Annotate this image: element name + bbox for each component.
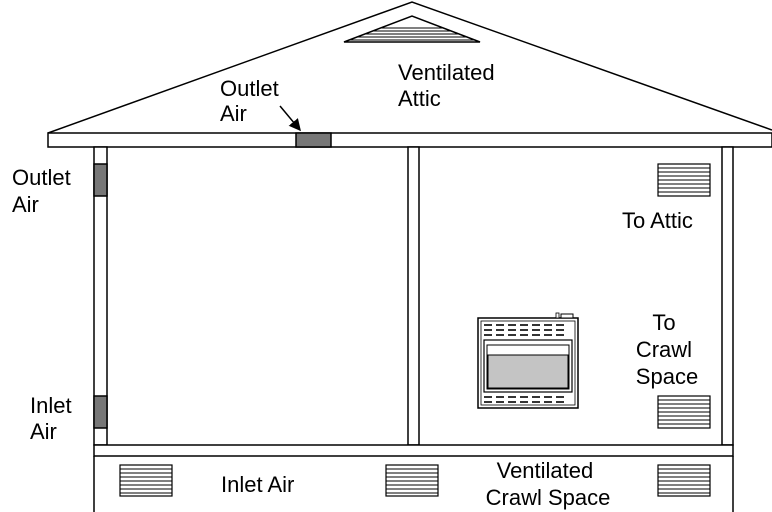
crawl-vent-left-icon — [119, 464, 173, 497]
interior-wall — [407, 146, 420, 446]
inlet-air-wall-label: Inlet Air — [30, 393, 78, 444]
outlet-air-wall-label: Outlet Air — [12, 165, 77, 217]
outlet-air-roof-label: Outlet Air — [220, 76, 285, 126]
inlet-air-crawl-label: Inlet Air — [221, 472, 294, 497]
floor-crawlspace — [93, 444, 734, 512]
arrow-icon — [279, 105, 301, 132]
to-crawl-space-vent-icon — [657, 395, 711, 429]
roof — [47, 1, 772, 148]
wall-inlet-vent-icon — [93, 395, 108, 429]
attic-gable-vent-icon — [343, 15, 481, 43]
floor — [93, 444, 734, 457]
walls — [93, 146, 734, 446]
wall-heater-icon — [477, 312, 579, 409]
roof-outline — [47, 1, 772, 134]
wall-outlet-vent-icon — [93, 163, 108, 197]
ventilated-attic-label: Ventilated Attic — [398, 60, 501, 111]
ventilated-crawl-space-label: Ventilated Crawl Space — [486, 458, 611, 510]
crawl-vent-middle-icon — [385, 464, 439, 497]
to-crawl-space-label: To Crawl Space — [636, 310, 698, 389]
to-attic-label: To Attic — [622, 208, 693, 233]
roof-outlet-vent-icon — [295, 132, 332, 148]
right-wall — [721, 146, 734, 446]
ceiling-joist — [47, 132, 772, 148]
to-attic-vent-icon — [657, 163, 711, 197]
crawl-vent-right-icon — [657, 464, 711, 497]
